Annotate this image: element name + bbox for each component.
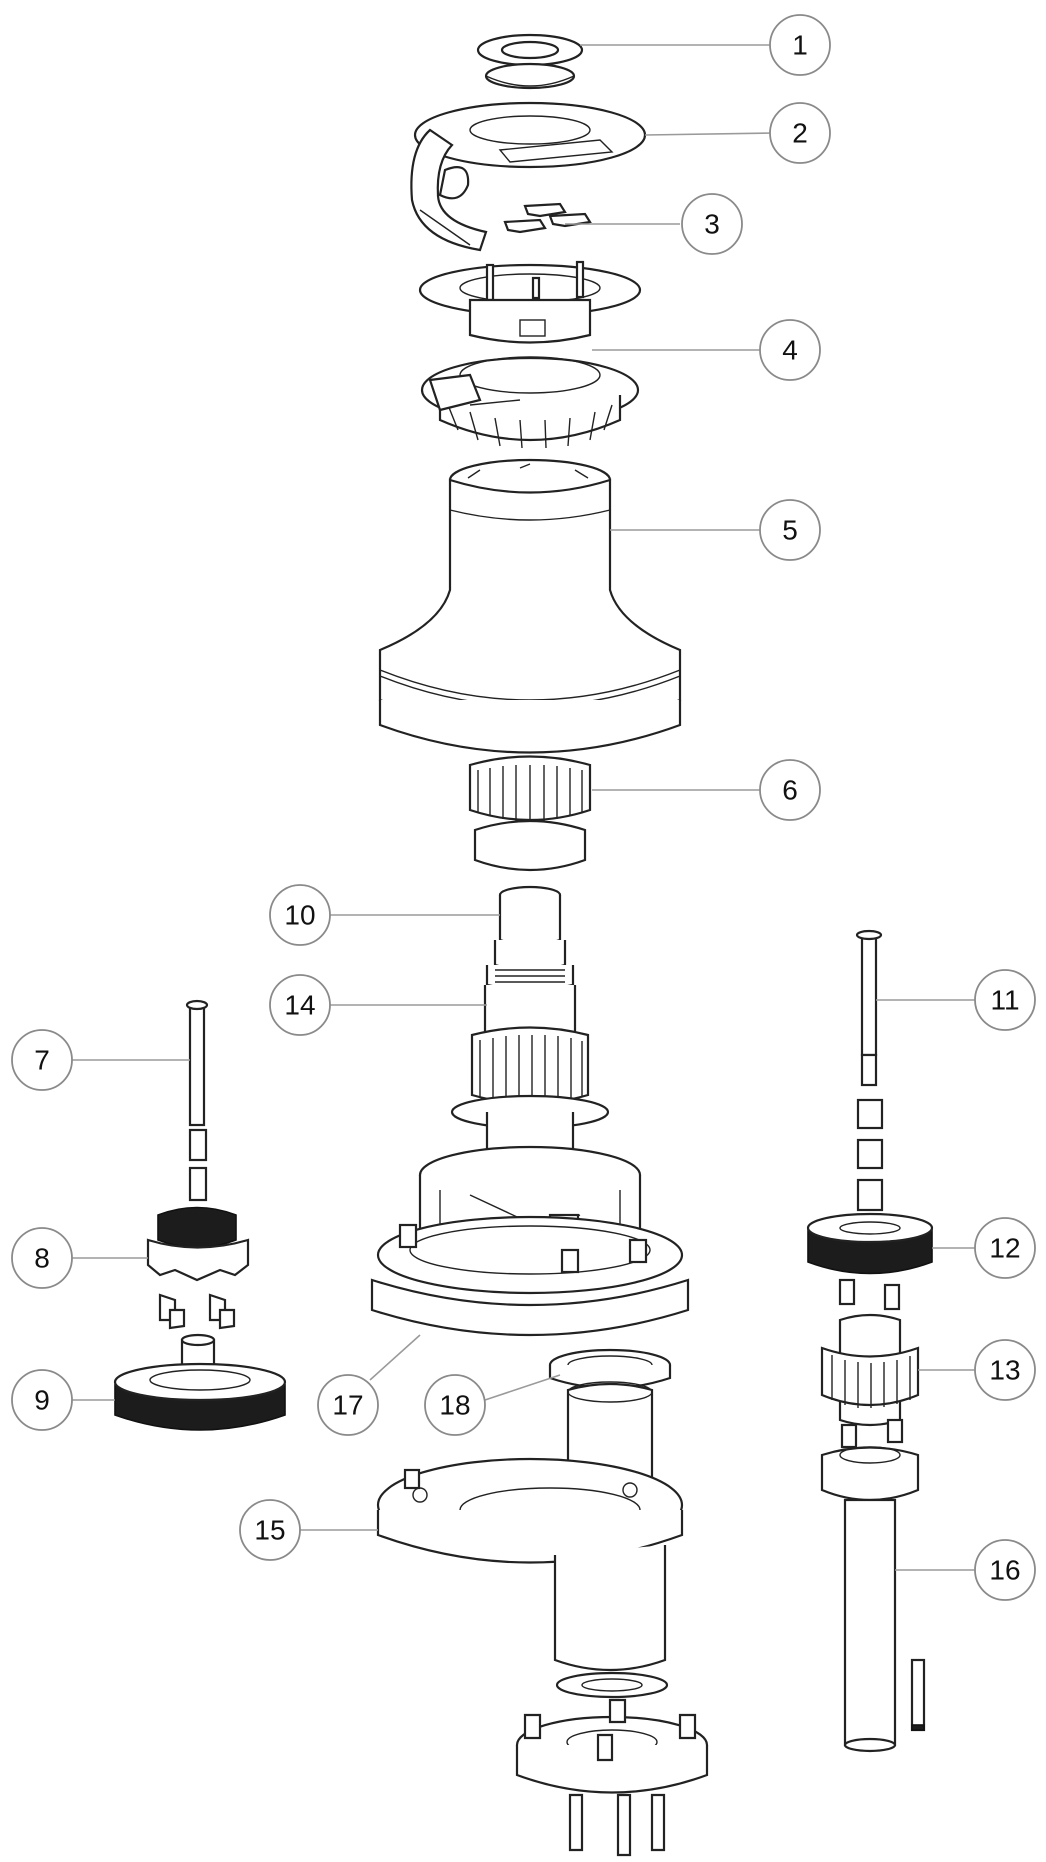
leader-18 bbox=[484, 1374, 561, 1401]
callout-label: 12 bbox=[989, 1233, 1020, 1264]
callout-label: 3 bbox=[704, 209, 720, 240]
callout-16[interactable]: 16 bbox=[974, 1539, 1036, 1601]
callout-label: 9 bbox=[34, 1385, 50, 1416]
bottom-flange bbox=[515, 1698, 709, 1857]
callout-9[interactable]: 9 bbox=[11, 1369, 73, 1431]
leader-2 bbox=[644, 132, 776, 136]
callout-8[interactable]: 8 bbox=[11, 1227, 73, 1289]
callouts: 1 2 3 4 5 6 7 8 bbox=[11, 14, 1036, 1601]
part-7-spindle bbox=[185, 999, 209, 1202]
callout-18[interactable]: 18 bbox=[424, 1374, 486, 1436]
callout-14[interactable]: 14 bbox=[269, 974, 331, 1036]
callout-label: 11 bbox=[990, 985, 1019, 1016]
callout-label: 2 bbox=[792, 118, 808, 149]
callout-label: 1 bbox=[792, 30, 808, 61]
callout-label: 16 bbox=[989, 1555, 1020, 1586]
part-16-tube bbox=[820, 1446, 926, 1753]
part-15-base bbox=[376, 1381, 684, 1699]
callout-12[interactable]: 12 bbox=[974, 1217, 1036, 1279]
callout-10[interactable]: 10 bbox=[269, 884, 331, 946]
callout-label: 8 bbox=[34, 1243, 50, 1274]
part-12-gear bbox=[806, 1212, 934, 1275]
leader-17 bbox=[369, 1334, 421, 1381]
part-3-pawls bbox=[503, 202, 592, 234]
callout-label: 17 bbox=[332, 1390, 363, 1421]
part-5-drum bbox=[378, 458, 682, 754]
callout-label: 15 bbox=[254, 1515, 285, 1546]
callout-label: 5 bbox=[782, 515, 798, 546]
callout-1[interactable]: 1 bbox=[769, 14, 831, 76]
callout-2[interactable]: 2 bbox=[769, 102, 831, 164]
part-11-pin bbox=[855, 929, 884, 1212]
part-18-race bbox=[548, 1348, 672, 1390]
part-1-cap-ring bbox=[476, 33, 584, 90]
callout-15[interactable]: 15 bbox=[239, 1499, 301, 1561]
callout-label: 18 bbox=[439, 1390, 470, 1421]
leader-lines bbox=[70, 44, 975, 1571]
callout-13[interactable]: 13 bbox=[974, 1339, 1036, 1401]
callout-7[interactable]: 7 bbox=[11, 1029, 73, 1091]
callout-label: 7 bbox=[34, 1045, 50, 1076]
part-17-gear-housing bbox=[370, 1145, 690, 1337]
part-10-14-main-shaft bbox=[450, 885, 610, 1157]
part-9-gear bbox=[113, 1333, 287, 1431]
callout-17[interactable]: 17 bbox=[317, 1374, 379, 1436]
callout-3[interactable]: 3 bbox=[681, 193, 743, 255]
callout-label: 6 bbox=[782, 775, 798, 806]
callout-6[interactable]: 6 bbox=[759, 759, 821, 821]
callout-label: 10 bbox=[284, 900, 315, 931]
callout-5[interactable]: 5 bbox=[759, 499, 821, 561]
part-8-gear-carrier bbox=[146, 1206, 250, 1330]
part-6-roller-bearing bbox=[468, 755, 592, 872]
part-4-ratchet-ring bbox=[420, 356, 640, 449]
callout-4[interactable]: 4 bbox=[759, 319, 821, 381]
callout-label: 14 bbox=[284, 990, 315, 1021]
callout-label: 13 bbox=[989, 1355, 1020, 1386]
callout-label: 4 bbox=[782, 335, 798, 366]
part-4-top-plate bbox=[418, 260, 642, 344]
part-13-gear-block bbox=[820, 1278, 920, 1449]
callout-11[interactable]: 11 bbox=[974, 969, 1036, 1031]
